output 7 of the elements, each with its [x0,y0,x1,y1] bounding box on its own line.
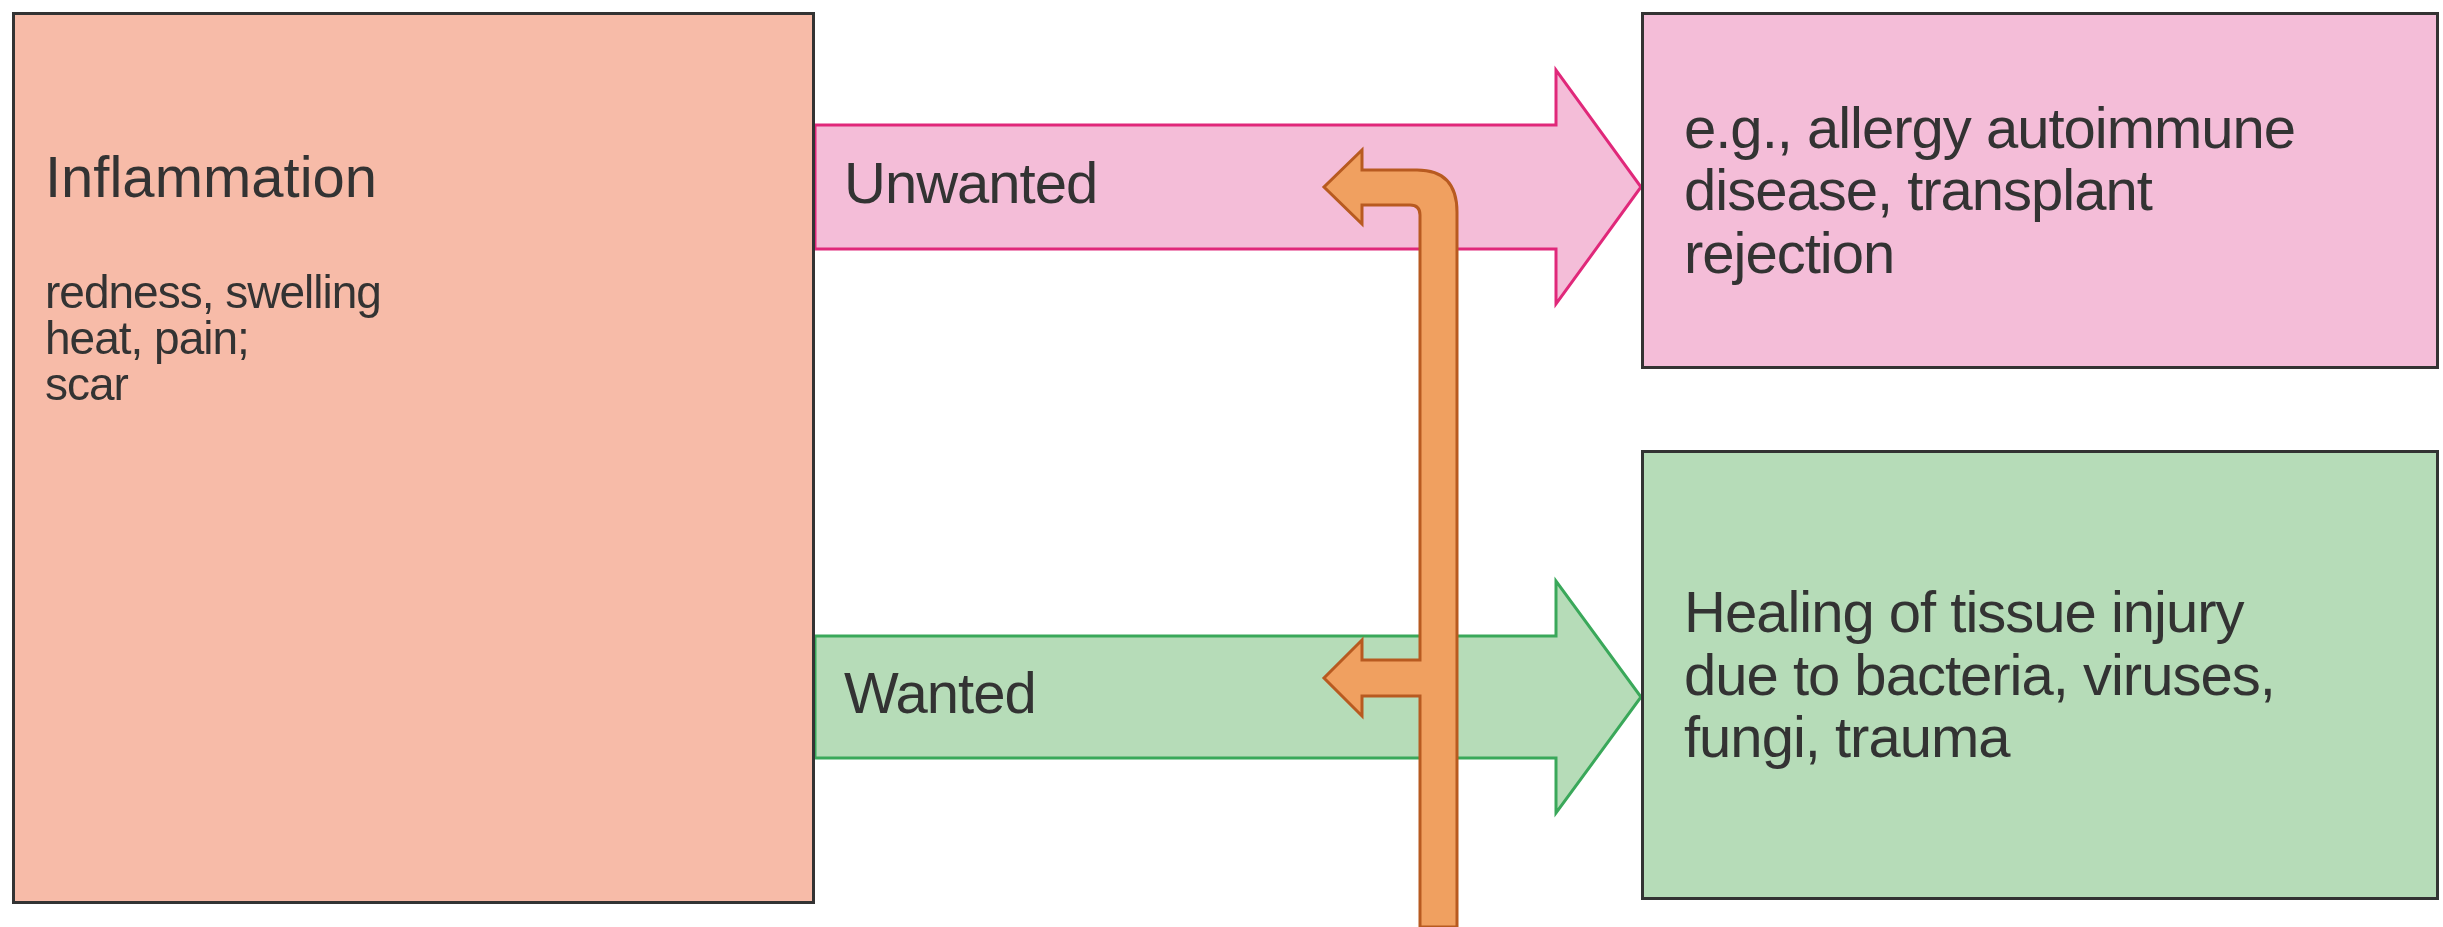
concept-box [12,12,815,904]
outcome-box [1641,12,2439,369]
outcome-box [1641,450,2439,900]
box-text: scar [45,360,128,407]
box-text: Healing of tissue injury due to bacteria, viruses, fungi, trauma [1684,581,2276,769]
box-heading: Inflammation [45,145,379,209]
box-text: e.g., allergy autoimmune disease, transplant rejection [1684,96,2297,285]
